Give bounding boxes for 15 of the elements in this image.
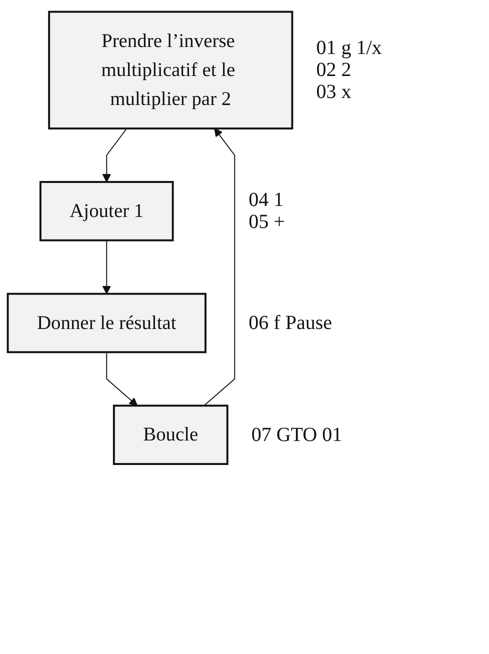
node-box: Boucle <box>112 404 228 465</box>
arrow <box>204 128 236 406</box>
program-step: 02 2 <box>316 59 382 82</box>
arrow <box>106 352 138 406</box>
program-step: 03 x <box>316 81 382 104</box>
arrow <box>102 128 128 182</box>
program-step: 05 + <box>248 211 285 234</box>
program-step: 01 g 1/x <box>316 37 382 60</box>
program-step: 04 1 <box>248 189 285 212</box>
node-box: Donner le résultat <box>6 292 206 354</box>
program-step: 06 f Pause <box>248 312 332 334</box>
node-box: Ajouter 1 <box>39 181 174 242</box>
arrow <box>102 240 111 294</box>
program-step: 07 GTO 01 <box>251 424 342 446</box>
node-box: Prendre l’inverse multiplicatif et le multiplier par 2 <box>48 10 294 130</box>
